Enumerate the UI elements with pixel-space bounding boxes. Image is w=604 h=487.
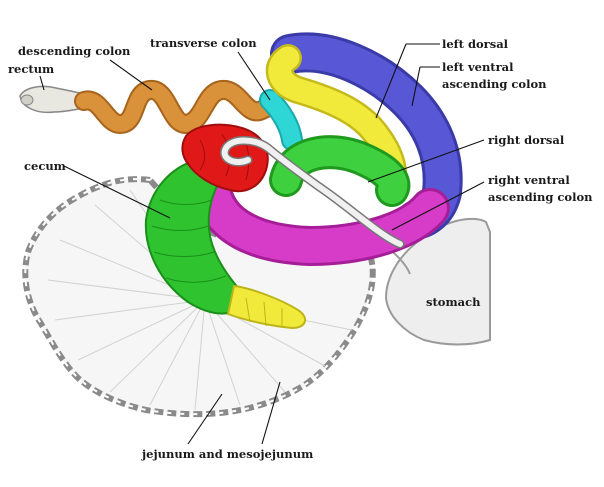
label-descending-colon: descending colon: [18, 44, 131, 58]
leader-descending-colon: [109, 59, 153, 91]
leader-right-dorsal: [367, 139, 485, 183]
labels: descending colon rectum transverse colon…: [8, 36, 593, 461]
label-left-dorsal: left dorsal: [442, 37, 509, 51]
label-right-ventral-1: right ventral: [488, 173, 570, 187]
leader-cecum: [63, 165, 171, 219]
label-right-dorsal: right dorsal: [488, 133, 565, 147]
leader-lines: [39, 43, 485, 445]
label-jejunum: jejunum and mesojejunum: [141, 447, 313, 461]
leader-rectum: [39, 75, 45, 91]
right-dorsal-colon: [269, 135, 411, 207]
label-left-ventral-1: left ventral: [442, 60, 514, 74]
ileum-tube: [220, 136, 405, 249]
descending-colon: [74, 80, 284, 135]
label-transverse-colon: transverse colon: [150, 36, 257, 50]
rectum: [19, 85, 85, 114]
leader-left-ventral-2: [411, 66, 421, 107]
leader-transverse-colon: [237, 51, 271, 101]
label-cecum: cecum: [24, 159, 66, 173]
label-stomach: stomach: [426, 295, 481, 309]
label-rectum: rectum: [8, 62, 54, 76]
leader-left-dorsal-2: [375, 43, 407, 119]
leader-jejunum-right: [261, 381, 281, 445]
cecum: [144, 158, 307, 330]
right-ventral-colon: [192, 170, 450, 267]
label-right-ventral-2: ascending colon: [488, 190, 593, 204]
label-left-ventral-2: ascending colon: [442, 77, 547, 91]
leader-jejunum-left: [187, 393, 223, 445]
transverse-colon: [259, 89, 303, 151]
leader-right-ventral: [391, 181, 485, 231]
